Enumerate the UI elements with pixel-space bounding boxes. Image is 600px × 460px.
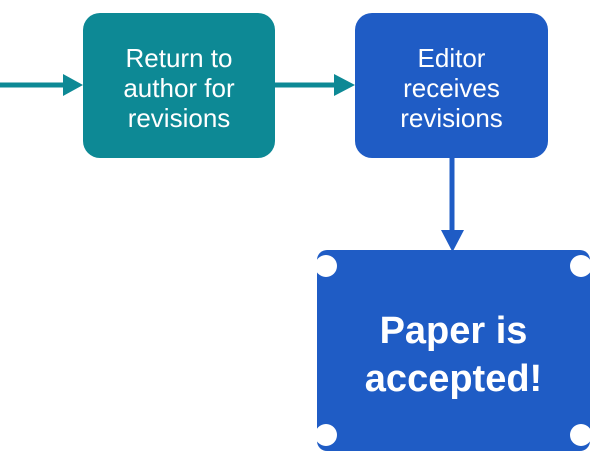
arrow-incoming-left-head xyxy=(63,74,83,96)
arrow-return-to-editor xyxy=(275,74,355,96)
arrow-return-to-editor-line xyxy=(275,82,337,88)
arrow-return-to-editor-head xyxy=(334,74,355,96)
arrow-incoming-left-line xyxy=(0,82,66,88)
arrow-editor-to-accepted-head xyxy=(441,230,464,252)
node-return-label: Return to author for revisions xyxy=(123,43,235,133)
plaque-shape xyxy=(317,250,590,451)
node-accepted-label: Paper is accepted! xyxy=(364,309,543,400)
node-editor-label: Editor receives revisions xyxy=(400,43,503,133)
arrow-editor-to-accepted xyxy=(441,158,464,252)
arrow-incoming-left xyxy=(0,74,83,96)
arrow-editor-to-accepted-line xyxy=(449,158,455,233)
plaque-fill xyxy=(317,250,590,451)
node-paper-is-accepted: Paper is accepted! xyxy=(317,250,590,451)
node-editor-receives-revisions: Editor receives revisions xyxy=(355,13,548,158)
node-return-to-author-for-revisions: Return to author for revisions xyxy=(83,13,275,158)
